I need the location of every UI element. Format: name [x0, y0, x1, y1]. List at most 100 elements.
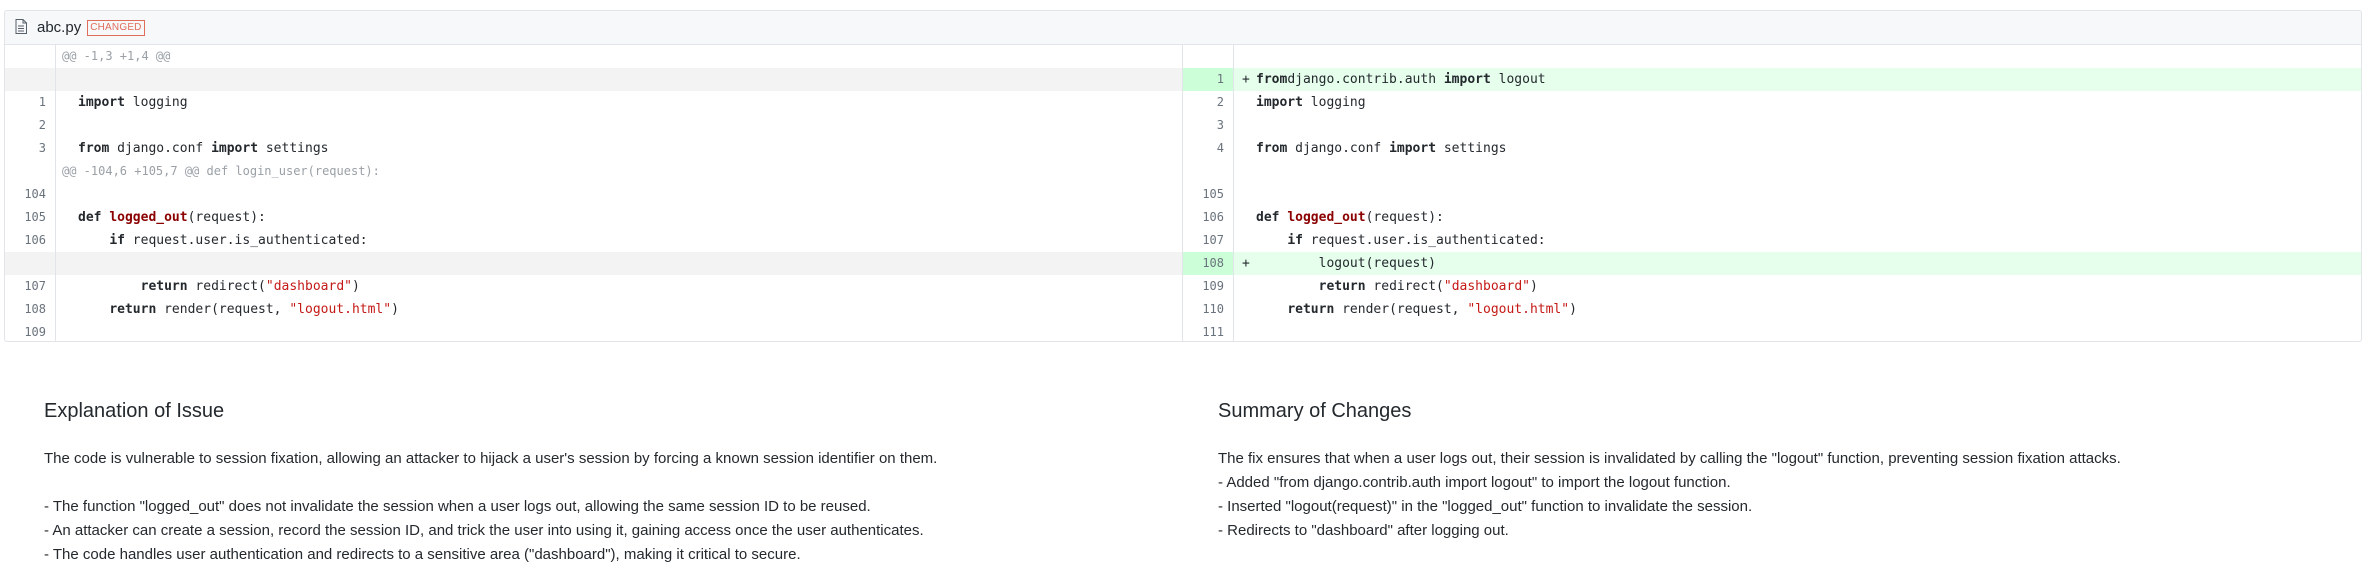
summary-title: Summary of Changes: [1218, 400, 1412, 422]
code-line: + logout(request): [1234, 252, 2361, 275]
code-token: [78, 279, 141, 294]
code-line: [56, 68, 1182, 91]
line-number: 3: [5, 137, 56, 160]
code-token: request.user.is_authenticated:: [1302, 233, 1546, 248]
explanation-point: - The function "logged_out" does not inv…: [44, 498, 871, 515]
empty-line: [5, 68, 1183, 91]
diff-marker: [1242, 321, 1256, 341]
code-token: if: [1287, 233, 1303, 248]
code-token: def: [78, 210, 110, 225]
line-number: [5, 252, 56, 275]
code-token: ): [1569, 302, 1577, 317]
diff-row: 2 3: [5, 114, 2361, 137]
diff-panel: abc.py CHANGED @@ -1,3 +1,4 @@ 1+fromdja…: [4, 10, 2362, 342]
code-token: (request):: [1365, 210, 1444, 225]
line-number: 107: [5, 275, 56, 298]
context-line: 106 if request.user.is_authenticated:: [5, 229, 1183, 252]
context-line: 3 from django.conf import settings: [5, 137, 1183, 160]
code-line: if request.user.is_authenticated:: [1234, 229, 2361, 252]
code-line: import logging: [56, 91, 1182, 114]
code-token: return: [1287, 302, 1335, 317]
diff-marker: +: [1242, 256, 1250, 271]
line-number: 108: [1183, 252, 1234, 275]
diff-grid: @@ -1,3 +1,4 @@ 1+fromdjango.contrib.aut…: [5, 45, 2361, 341]
changed-badge: CHANGED: [87, 19, 145, 36]
context-line: 109: [5, 321, 1183, 341]
code-line: [1234, 321, 2361, 341]
context-line: 106 def logged_out(request):: [1183, 206, 2361, 229]
code-token: import: [1443, 72, 1491, 87]
diff-marker: [1242, 229, 1256, 252]
code-line: +fromdjango.contrib.auth import logout: [1234, 68, 2361, 91]
code-line: [56, 183, 1182, 206]
diff-marker: [64, 183, 78, 206]
code-token: django.conf: [109, 141, 212, 156]
file-name[interactable]: abc.py: [37, 19, 82, 36]
code-line: return redirect("dashboard"): [56, 275, 1182, 298]
hunk-header-text: @@ -1,3 +1,4 @@: [62, 49, 171, 63]
line-number: 1: [5, 91, 56, 114]
code-token: logging: [124, 95, 188, 110]
diff-marker: [64, 91, 78, 114]
code-token: ): [1529, 279, 1538, 294]
code-token: return: [1318, 279, 1366, 294]
line-number: 109: [1183, 275, 1234, 298]
code-token: return: [109, 302, 157, 317]
diff-marker: [64, 321, 78, 341]
empty-line: [5, 252, 1183, 275]
context-line: 107 return redirect("dashboard"): [5, 275, 1183, 298]
code-token: "dashboard": [265, 279, 352, 294]
diff-row: 106 if request.user.is_authenticated:107…: [5, 229, 2361, 252]
line-number: 4: [1183, 137, 1234, 160]
summary-point: - Added "from django.contrib.auth import…: [1218, 474, 1731, 491]
code-token: render(request,: [156, 302, 290, 317]
context-line: 4 from django.conf import settings: [1183, 137, 2361, 160]
code-line: return render(request, "logout.html"): [1234, 298, 2361, 321]
code-token: redirect(: [1365, 279, 1444, 294]
hunk-header-2: @@ -104,6 +105,7 @@ def login_user(reque…: [5, 160, 2361, 183]
line-number: 106: [1183, 206, 1234, 229]
added-line: 108+ logout(request): [1183, 252, 2361, 275]
context-line: 107 if request.user.is_authenticated:: [1183, 229, 2361, 252]
code-token: import: [1256, 95, 1303, 110]
added-line: 1+fromdjango.contrib.auth import logout: [1183, 68, 2361, 91]
hunk-header-text: @@ -104,6 +105,7 @@ def login_user(reque…: [62, 164, 380, 178]
diff-marker: [1242, 114, 1256, 137]
diff-row: 108+ logout(request): [5, 252, 2361, 275]
code-token: from: [1256, 72, 1288, 87]
line-number: 1: [1183, 68, 1234, 91]
diff-row: 105 def logged_out(request):106 def logg…: [5, 206, 2361, 229]
code-line: [56, 114, 1182, 137]
line-number: 2: [1183, 91, 1234, 114]
code-token: logging: [1302, 95, 1366, 110]
code-line: import logging: [1234, 91, 2361, 114]
explanation-point: - The code handles user authentication a…: [44, 546, 801, 563]
diff-marker: [64, 137, 78, 160]
context-line: 2: [5, 114, 1183, 137]
code-token: logout: [1490, 72, 1546, 87]
code-token: settings: [258, 141, 329, 156]
summary-intro: The fix ensures that when a user logs ou…: [1218, 450, 2121, 467]
context-line: 105: [1183, 183, 2361, 206]
code-token: [78, 233, 109, 248]
line-number: 3: [1183, 114, 1234, 137]
code-token: [78, 302, 109, 317]
code-token: ): [351, 279, 360, 294]
context-line: 2 import logging: [1183, 91, 2361, 114]
context-line: 110 return render(request, "logout.html"…: [1183, 298, 2361, 321]
code-token: import: [211, 141, 259, 156]
summary-point: - Inserted "logout(request)" in the "log…: [1218, 498, 1753, 515]
context-line: 105 def logged_out(request):: [5, 206, 1183, 229]
diff-marker: [64, 298, 78, 321]
diff-row: 109 111: [5, 321, 2361, 341]
diff-marker: [64, 206, 78, 229]
line-number: 110: [1183, 298, 1234, 321]
diff-marker: [1242, 298, 1256, 321]
line-number: 107: [1183, 229, 1234, 252]
code-token: [1256, 302, 1287, 317]
line-number: 105: [1183, 183, 1234, 206]
code-line: return render(request, "logout.html"): [56, 298, 1182, 321]
code-line: [56, 252, 1182, 275]
context-line: 111: [1183, 321, 2361, 341]
